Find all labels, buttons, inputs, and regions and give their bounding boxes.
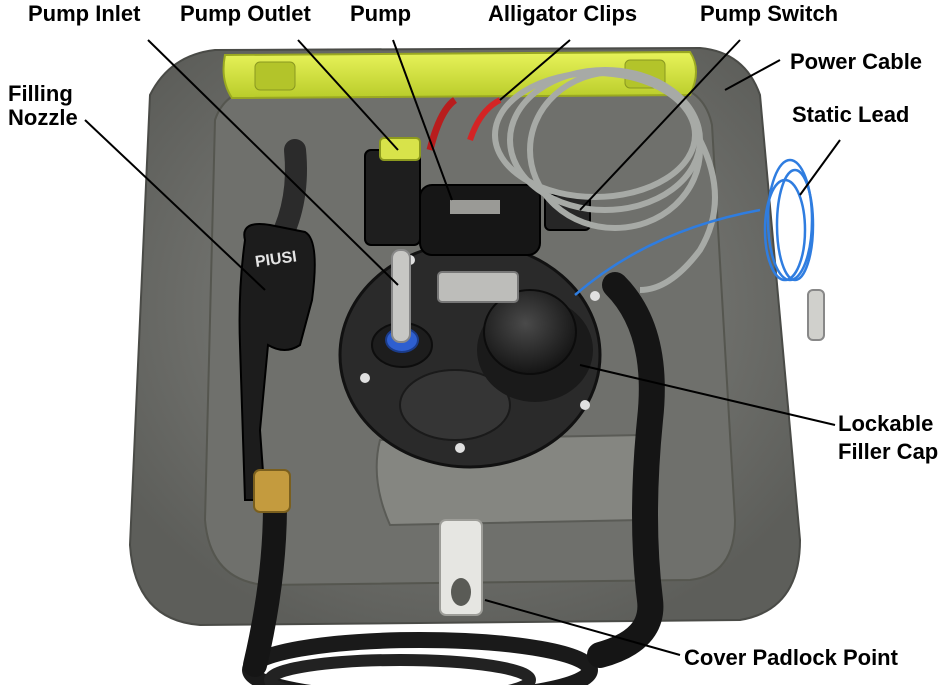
label-static-lead: Static Lead — [792, 102, 910, 127]
label-pump: Pump — [350, 1, 412, 26]
label-alligator-clips: Alligator Clips — [488, 1, 638, 26]
leader-padlock — [484, 599, 681, 656]
leader-pump-inlet — [147, 39, 399, 286]
leader-alligator-clips — [499, 39, 571, 101]
delivery-hose — [587, 272, 665, 668]
pump-body — [419, 184, 541, 256]
label-lockable-filler-cap-line1: Lockable — [838, 411, 934, 436]
label-cover-padlock-point: Cover Padlock Point — [684, 645, 898, 670]
nozzle-brand: PIUSI — [254, 248, 298, 271]
leader-pump — [392, 39, 453, 201]
brass-fitting — [253, 469, 291, 513]
filling-nozzle — [238, 223, 316, 501]
leader-filler-cap — [579, 364, 836, 426]
label-pump-outlet: Pump Outlet — [180, 1, 311, 26]
pump-outlet-fitting — [379, 137, 421, 161]
leader-lines — [84, 39, 841, 656]
power-cable-coil — [492, 67, 718, 293]
leader-pump-switch — [579, 39, 741, 211]
leader-static-lead — [799, 139, 841, 196]
label-filling-nozzle-line1: Filling — [8, 81, 73, 106]
label-power-cable: Power Cable — [790, 49, 923, 74]
lid-hinge-strip — [222, 50, 697, 100]
padlock-tab — [439, 519, 483, 616]
static-lead-coil — [574, 158, 815, 296]
leader-filling-nozzle — [84, 119, 266, 291]
label-pump-inlet: Pump Inlet — [28, 1, 141, 26]
leader-power-cable — [724, 59, 781, 91]
label-pump-switch: Pump Switch — [700, 1, 839, 26]
label-lockable-filler-cap-line2: Filler Cap — [838, 439, 939, 464]
filler-cap — [483, 289, 577, 375]
label-filling-nozzle-line2: Nozzle — [8, 105, 78, 130]
leader-pump-outlet — [297, 39, 399, 151]
